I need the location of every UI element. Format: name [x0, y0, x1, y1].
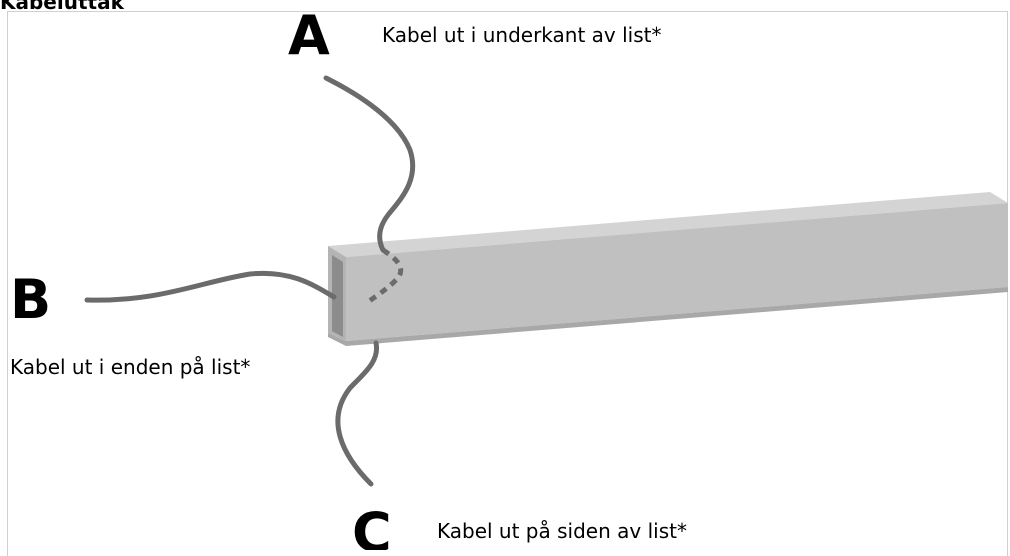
cable-a	[323, 75, 416, 253]
cable-b	[84, 270, 337, 303]
cable-c	[335, 340, 380, 487]
label-b-letter: B	[10, 268, 51, 331]
rail-bottom-edge	[328, 287, 1008, 346]
label-b-caption: Kabel ut i enden på list*	[10, 355, 250, 379]
label-c-caption: Kabel ut på siden av list*	[437, 519, 687, 543]
label-c-letter: C	[352, 501, 392, 550]
rail-end-slot	[332, 255, 343, 337]
cable-a-hidden	[366, 247, 404, 305]
page-title: Kabeluttak	[0, 0, 124, 14]
rail-front-face	[346, 203, 1008, 341]
label-a-caption: Kabel ut i underkant av list*	[382, 23, 661, 47]
rail-top-face	[328, 192, 1008, 257]
label-a-letter: A	[288, 4, 330, 67]
rail	[328, 192, 1008, 346]
